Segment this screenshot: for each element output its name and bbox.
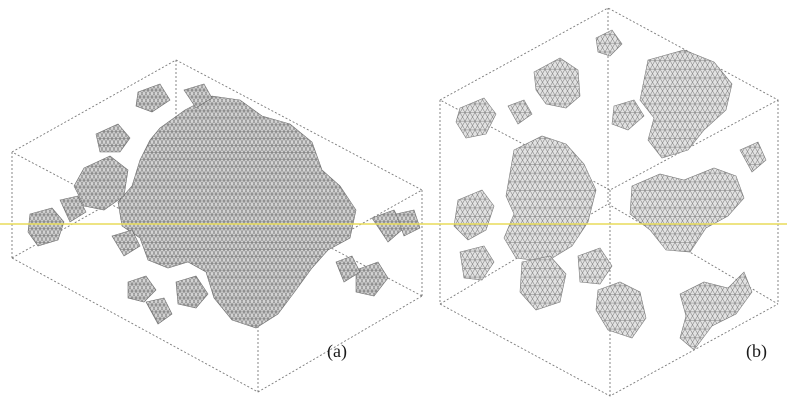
- panel-b-cluster-center-left: [503, 135, 597, 263]
- panel-a-cluster-left2: [95, 123, 131, 153]
- panel-b-cluster-left-mid: [453, 189, 495, 241]
- panel-b-cluster-left-small: [507, 99, 533, 125]
- panel-b-cluster-top-left: [533, 57, 581, 109]
- panel-b-cluster-left-top: [455, 97, 497, 139]
- panel-b-cluster-bottom-right: [679, 271, 753, 351]
- panel-a-cluster-bottomleft2: [145, 297, 173, 325]
- panel-a-cluster-mid: [111, 229, 141, 257]
- panel-b: [439, 7, 779, 397]
- panel-a-main-cluster: [117, 95, 357, 329]
- panel-b-cluster-bottom-center: [519, 255, 567, 311]
- panel-label-a: (a): [327, 341, 347, 361]
- panel-b-cluster-right-small: [611, 99, 645, 131]
- panel-a: [11, 59, 423, 393]
- panel-b-mesh-clusters: [453, 29, 767, 351]
- panel-b-cluster-bottom-low: [595, 281, 647, 339]
- panel-b-cluster-bottom-mid: [577, 247, 613, 285]
- panel-b-cluster-center-right: [629, 167, 745, 253]
- panel-a-cluster-right3: [395, 209, 421, 237]
- panel-b-cluster-top-right: [639, 49, 733, 159]
- panel-a-cluster-farleft: [27, 207, 65, 247]
- panel-a-cluster-bottomleft: [127, 275, 157, 303]
- panel-a-mesh-clusters: [27, 83, 421, 329]
- panel-a-cluster-left3: [59, 195, 87, 223]
- panel-b-cluster-right-edge: [739, 141, 767, 173]
- panel-a-cluster-right: [355, 261, 389, 297]
- panel-a-cluster-bottom: [175, 275, 209, 309]
- panel-b-cluster-top-center: [595, 29, 623, 57]
- panel-label-b: (b): [746, 341, 767, 361]
- panel-a-cluster-left: [73, 155, 129, 211]
- panel-a-cluster-right4: [335, 255, 361, 283]
- panel-a-cluster-top2: [183, 83, 213, 109]
- panel-b-cluster-left-low: [459, 245, 495, 281]
- panel-a-cluster-top: [135, 83, 171, 113]
